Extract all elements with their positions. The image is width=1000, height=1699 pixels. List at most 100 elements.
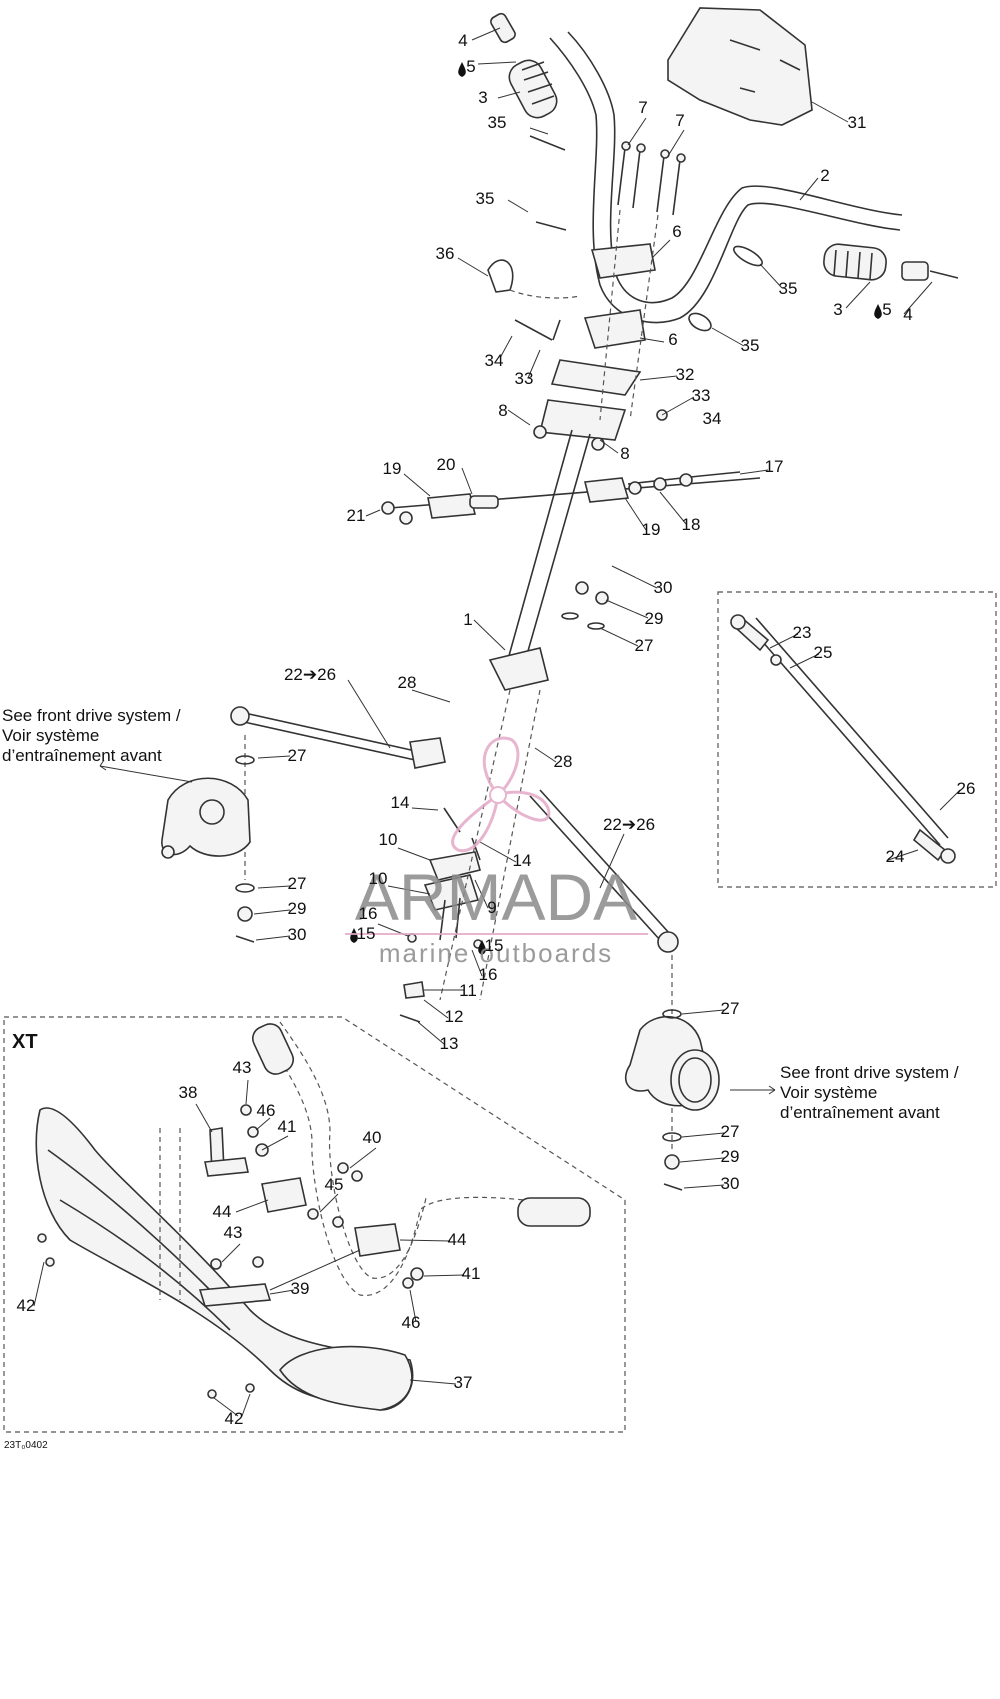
callout-41: 41 [278, 1117, 297, 1136]
callout-43: 43 [233, 1058, 252, 1077]
handlebar-assembly [487, 7, 959, 451]
callout-30: 30 [721, 1174, 740, 1193]
callout-10: 10 [379, 830, 398, 849]
callout-20: 20 [437, 455, 456, 474]
oil-drop-icon [458, 62, 466, 77]
callout-27: 27 [288, 874, 307, 893]
left-grip [508, 59, 558, 119]
callout-6: 6 [668, 330, 677, 349]
left-spindle [161, 755, 255, 943]
propeller-blade [495, 790, 551, 822]
callout-33: 33 [692, 386, 711, 405]
callout-16: 16 [359, 904, 378, 923]
note-left-line-3: d’entraînement avant [2, 746, 162, 765]
callout-40: 40 [363, 1128, 382, 1147]
callout-15: 15 [485, 936, 504, 955]
callout-3: 3 [478, 88, 487, 107]
watermark: ARMADA marine outboards [345, 736, 648, 968]
callout-3: 3 [833, 300, 842, 319]
callout-29: 29 [721, 1147, 740, 1166]
right-spindle [624, 1009, 720, 1191]
callout-17: 17 [765, 457, 784, 476]
watermark-tagline: marine outboards [379, 938, 613, 968]
callout-39: 39 [291, 1279, 310, 1298]
note-left-line-2: Voir système [2, 726, 99, 745]
callout-22-26: 22➔26 [284, 665, 336, 684]
callout-8: 8 [498, 401, 507, 420]
callout-18: 18 [682, 515, 701, 534]
callout-24: 24 [886, 847, 905, 866]
callout-19: 19 [383, 459, 402, 478]
callout-16: 16 [479, 965, 498, 984]
callout-36: 36 [436, 244, 455, 263]
right-grip [823, 243, 887, 281]
callout-5: 5 [466, 57, 475, 76]
callout-19: 19 [642, 520, 661, 539]
wind-deflector [667, 7, 813, 126]
callout-32: 32 [676, 365, 695, 384]
callout-35: 35 [779, 279, 798, 298]
callout-44: 44 [448, 1230, 467, 1249]
steering-column [230, 429, 761, 1150]
callout-27: 27 [635, 636, 654, 655]
callout-33: 33 [515, 369, 534, 388]
propeller-blade [451, 791, 500, 853]
watermark-brand: ARMADA [355, 860, 637, 934]
callout-28: 28 [398, 673, 417, 692]
callout-5: 5 [882, 300, 891, 319]
xt-label: XT [12, 1031, 38, 1053]
right-tie-rod [529, 789, 671, 941]
note-right: See front drive system / Voir système d’… [780, 1063, 959, 1122]
callout-25: 25 [814, 643, 833, 662]
callout-42: 42 [225, 1409, 244, 1428]
callout-31: 31 [848, 113, 867, 132]
callout-8: 8 [620, 444, 629, 463]
callout-2: 2 [820, 166, 829, 185]
callout-29: 29 [288, 899, 307, 918]
callout-30: 30 [288, 925, 307, 944]
callout-9: 9 [487, 898, 496, 917]
callout-4: 4 [458, 31, 467, 50]
note-left: See front drive system / Voir système d’… [2, 706, 181, 765]
callout-34: 34 [485, 351, 504, 370]
callout-21: 21 [347, 506, 366, 525]
callout-29: 29 [645, 609, 664, 628]
callout-6: 6 [672, 222, 681, 241]
callout-46: 46 [257, 1101, 276, 1120]
propeller-blade [482, 736, 520, 798]
callout-44: 44 [213, 1202, 232, 1221]
lubricant-drop-icons [350, 62, 882, 955]
callout-14: 14 [513, 851, 532, 870]
callout-13: 13 [440, 1034, 459, 1053]
callout-22-26: 22➔26 [603, 815, 655, 834]
callout-34: 34 [703, 409, 722, 428]
callout-28: 28 [554, 752, 573, 771]
drawing-code: 23T₀0402 [4, 1440, 48, 1451]
steering-column-tube [504, 429, 591, 673]
callout-35: 35 [741, 336, 760, 355]
callout-37: 37 [454, 1373, 473, 1392]
propeller-icon [451, 736, 551, 853]
propeller-hub [489, 786, 507, 804]
note-right-line-1: See front drive system / [780, 1063, 959, 1082]
oil-drop-icon [350, 928, 358, 943]
callout-23: 23 [793, 623, 812, 642]
callout-45: 45 [325, 1175, 344, 1194]
callout-35: 35 [488, 113, 507, 132]
callout-27: 27 [721, 1122, 740, 1141]
callout-11: 11 [459, 981, 477, 1000]
callout-10: 10 [369, 869, 388, 888]
oil-drop-icon [874, 304, 882, 319]
callout-4: 4 [903, 305, 912, 324]
leader-lines [33, 27, 961, 1417]
callout-7: 7 [675, 111, 684, 130]
left-tie-rod [239, 711, 425, 763]
callout-14: 14 [391, 793, 410, 812]
note-left-line-1: See front drive system / [2, 706, 181, 725]
callout-43: 43 [224, 1223, 243, 1242]
tie-rod-detail [730, 614, 956, 864]
callout-38: 38 [179, 1083, 198, 1102]
callout-35: 35 [476, 189, 495, 208]
note-right-line-3: d’entraînement avant [780, 1103, 940, 1122]
